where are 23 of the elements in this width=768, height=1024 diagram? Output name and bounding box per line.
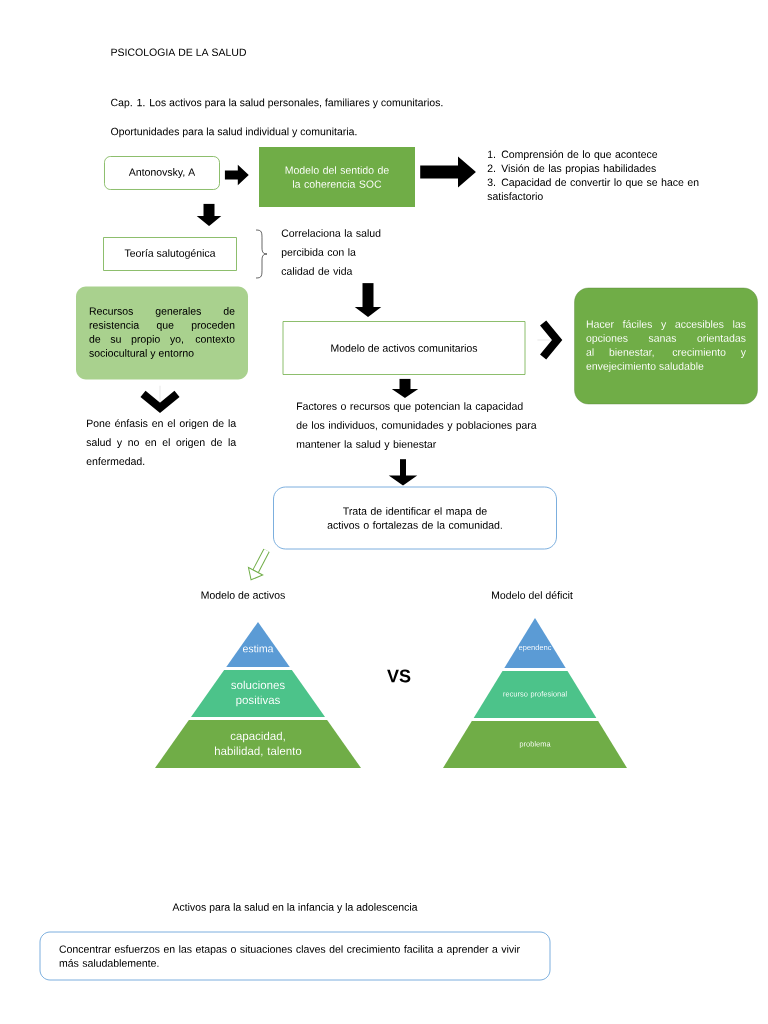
rounded-box: Concentrar esfuerzos en las etapas o situaciones claves del crecimiento facilita a aprender a vivir más saludablemente. bbox=[39, 931, 551, 981]
process-box: Teoría salutogénica bbox=[103, 237, 237, 271]
heading-text: Modelo de activos bbox=[201, 591, 285, 599]
process-box: Modelo del sentido de la coherencia SOC bbox=[259, 147, 415, 207]
heading-text: Modelo del déficit bbox=[492, 591, 573, 599]
rounded-box: Trata de identificar el mapa de activos o fortalezas de la comunidad. bbox=[273, 486, 557, 550]
title-text: PSICOLOGIA DE LA SALUD bbox=[111, 48, 246, 56]
pyramid-layer: estima bbox=[226, 622, 290, 667]
note-text: Correlaciona la salud percibida con la calidad de vida bbox=[281, 229, 381, 275]
subtitle-text: Oportunidades para la salud individual y comunitaria. bbox=[111, 127, 357, 138]
note-text: Factores o recursos que potencian la capacidad de los individuos, comunidades y poblaciones para mantener la salud y bienestar bbox=[296, 402, 537, 450]
block-arrow bbox=[247, 548, 270, 581]
start-box: Antonovsky, A bbox=[104, 156, 220, 190]
heading-text: Activos para la salud en la infancia y la adolescencia bbox=[172, 903, 418, 913]
rounded-box: Recursos generales de resistencia que proceden de su propio yo, contexto sociocultural y entorno bbox=[76, 286, 248, 380]
numbered-list: 1. Comprensión de lo que acontece 2. Visión de las propias habilidades 3. Capacidad de convertir lo que se hace en satisfactorio bbox=[487, 150, 699, 201]
process-box: Modelo de activos comunitarios bbox=[282, 321, 526, 375]
rounded-box: Hacer fáciles y accesibles las opciones sanas orientadas al bienestar, crecimiento y envejecimiento saludable bbox=[574, 287, 758, 405]
subtitle-text: Cap. 1. Los activos para la salud personales, familiares y comunitarios. bbox=[111, 98, 443, 109]
pyramid-layer: soluciones positivas bbox=[191, 670, 326, 717]
vs-text: VS bbox=[387, 669, 411, 683]
note-text: Pone énfasis en el origen de la salud y no en el origen de la enfermedad. bbox=[86, 419, 237, 466]
pyramid-layer: capacidad, habilidad, talento bbox=[155, 720, 361, 768]
